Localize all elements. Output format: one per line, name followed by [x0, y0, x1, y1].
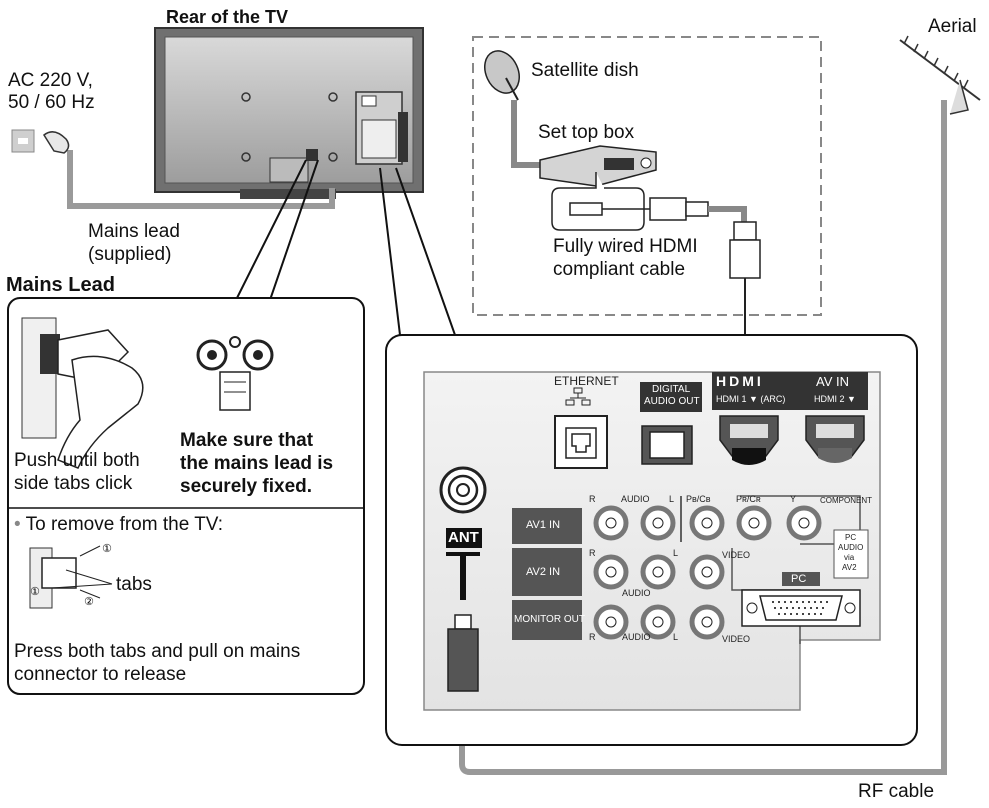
set-top-box-icon — [539, 145, 657, 187]
svg-text:②: ② — [84, 595, 94, 608]
av2-audio-label: AUDIO — [622, 588, 651, 598]
rear-title: Rear of the TV — [166, 7, 289, 27]
av-jacks — [593, 505, 822, 640]
av1-in-label: AV1 IN — [526, 519, 561, 531]
satellite-dish-label: Satellite dish — [531, 60, 639, 81]
hdmi-plug-icon — [649, 197, 709, 221]
mains-lead-label-line2: (supplied) — [88, 244, 172, 265]
av1-pr-label: Pʀ/Cʀ — [736, 494, 761, 504]
av1-pb-label: Pʙ/Cʙ — [686, 494, 711, 504]
hand-icon — [57, 355, 144, 469]
bullet-icon: • — [14, 514, 26, 535]
ethernet-port — [554, 415, 608, 469]
satellite-group-box — [472, 36, 822, 316]
av1-r-label: R — [589, 494, 596, 504]
av2-l-label: L — [673, 548, 679, 558]
svg-text:①: ① — [102, 542, 112, 555]
hdmi1-label: HDMI 1 ▼ (ARC) — [716, 394, 786, 404]
make-sure-line3: securely fixed. — [180, 476, 313, 497]
pc-audio-4: AV2 — [842, 563, 857, 572]
pc-audio-3: via — [844, 553, 855, 562]
pc-vga-port — [741, 589, 861, 627]
av1-l-label: L — [669, 494, 675, 504]
make-sure-line2: the mains lead is — [180, 453, 334, 474]
mains-plug-front-icon — [196, 336, 274, 411]
monitor-out-label: MONITOR OUT — [514, 614, 585, 625]
tabs-label: tabs — [116, 574, 152, 595]
digital-audio-label-2: AUDIO OUT — [644, 396, 700, 407]
rf-plug-icon — [447, 614, 479, 692]
push-text-line1: Push until both — [14, 450, 140, 471]
hdmi-logo: HDMI — [716, 373, 764, 389]
rf-cable-label: RF cable — [858, 781, 935, 802]
push-text-line2: side tabs click — [14, 473, 133, 494]
pc-audio-2: AUDIO — [838, 543, 864, 552]
digital-audio-label-1: DIGITAL — [652, 384, 691, 395]
network-icon — [565, 387, 591, 406]
pc-label: PC — [791, 573, 807, 585]
press-text-line2: connector to release — [14, 664, 187, 685]
ant-label: ANT — [448, 529, 479, 546]
av2-in-label: AV2 IN — [526, 566, 561, 578]
remove-heading-text: To remove from the TV: — [25, 514, 224, 535]
press-text-line1: Press both tabs and pull on mains — [14, 641, 301, 662]
mains-section-heading: Mains Lead — [6, 274, 115, 296]
aerial-label: Aerial — [928, 16, 977, 37]
satellite-dish-icon — [484, 50, 520, 101]
digital-audio-out-port — [641, 425, 693, 465]
aerial-icon — [899, 35, 981, 115]
tv-rear-icon — [154, 27, 424, 199]
mon-r-label: R — [589, 632, 596, 642]
ethernet-label: ETHERNET — [554, 374, 619, 388]
hdmi2-label: HDMI 2 ▼ — [814, 394, 856, 404]
hdmi2-port — [805, 415, 865, 463]
set-top-box-label: Set top box — [538, 122, 635, 143]
av2-r-label: R — [589, 548, 596, 558]
power-socket-icon — [11, 129, 70, 154]
hdmi-cable-label-line1: Fully wired HDMI — [553, 236, 698, 257]
svg-text:①: ① — [30, 585, 40, 598]
mon-audio-label: AUDIO — [622, 632, 651, 642]
av1-y-label: Y — [790, 494, 797, 504]
av2-video-label: VIDEO — [722, 550, 751, 560]
mon-l-label: L — [673, 632, 679, 642]
hdmi-cable-label-line2: compliant cable — [553, 259, 686, 280]
remove-connector-icon: ① ① ② — [29, 542, 113, 609]
ant-connector — [439, 466, 487, 514]
mon-video-label: VIDEO — [722, 634, 751, 644]
make-sure-line1: Make sure that — [180, 430, 314, 451]
pc-audio-1: PC — [845, 533, 857, 542]
hdmi1-port — [719, 415, 779, 465]
component-label: COMPONENT — [820, 496, 872, 505]
power-label-line1: AC 220 V, — [8, 70, 93, 91]
av-in-label: AV IN — [816, 374, 849, 389]
power-label-line2: 50 / 60 Hz — [8, 92, 95, 113]
mains-lead-label-line1: Mains lead — [88, 221, 180, 242]
remove-heading: • To remove from the TV: — [14, 514, 223, 536]
av1-audio-label: AUDIO — [621, 494, 650, 504]
